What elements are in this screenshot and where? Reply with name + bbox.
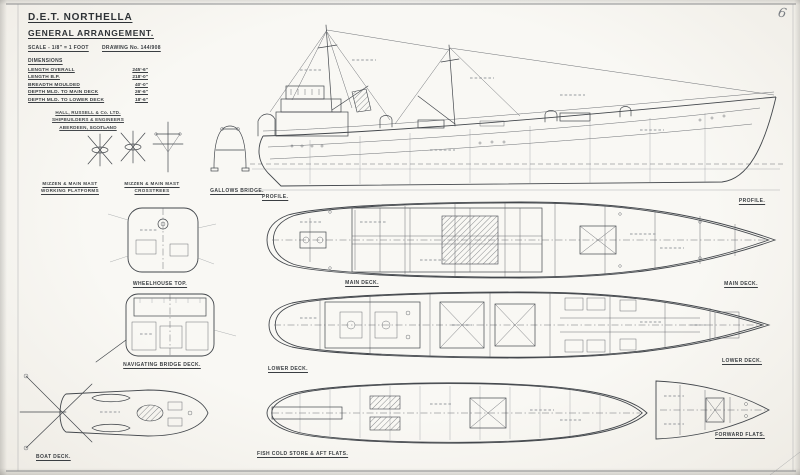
caption-boat-deck: BOAT DECK. bbox=[36, 454, 71, 460]
caption-working-platforms: MIZZEN & MAIN MAST WORKING PLATFORMS bbox=[41, 181, 99, 193]
scale-label: SCALE - 1/8" = 1 FOOT bbox=[28, 45, 89, 51]
caption-profile-right: PROFILE. bbox=[738, 198, 766, 204]
main-deck-plan bbox=[266, 201, 777, 279]
dimension-row: BREADTH MOULDED 40'-0" bbox=[28, 83, 148, 90]
dimension-row: LENGTH OVERALL 245'-6" bbox=[28, 68, 148, 75]
caption-main-deck-left: MAIN DECK. bbox=[345, 280, 379, 286]
dimension-value: 245'-6" bbox=[132, 68, 148, 73]
dimension-label: LENGTH OVERALL bbox=[28, 68, 75, 73]
dimensions-table: LENGTH OVERALL 245'-6" LENGTH B.P. 218'-… bbox=[28, 68, 148, 105]
caption-fish-cold-store: FISH COLD STORE & AFT FLATS. bbox=[257, 451, 349, 457]
dimension-label: LENGTH B.P. bbox=[28, 75, 60, 81]
caption-lower-deck-left: LOWER DECK. bbox=[268, 366, 308, 372]
gallows-bridge-detail bbox=[210, 125, 250, 172]
dimension-label: DEPTH MLD. TO LOWER DECK bbox=[28, 97, 105, 103]
forward-flats-plan bbox=[655, 380, 770, 440]
dimension-row: LENGTH B.P. 218'-0" bbox=[28, 75, 148, 82]
dimension-value: 18'-6" bbox=[134, 97, 148, 103]
dimension-label: BREADTH MOULDED bbox=[28, 82, 81, 88]
caption-main-deck-right: MAIN DECK. bbox=[724, 281, 758, 287]
builder-block: HALL, RUSSELL & Co. LTD. SHIPBUILDERS & … bbox=[38, 109, 138, 131]
dimension-value: 40'-0" bbox=[134, 82, 148, 88]
dimension-value: 26'-6" bbox=[134, 90, 148, 96]
caption-forward-flats: FORWARD FLATS. bbox=[715, 432, 765, 438]
drawing-subtitle: GENERAL ARRANGEMENT. bbox=[28, 28, 154, 38]
scan-frame bbox=[6, 3, 800, 475]
caption-crosstrees: MIZZEN & MAIN MAST CROSSTREES bbox=[124, 181, 180, 193]
caption-gallows-bridge: GALLOWS BRIDGE. bbox=[210, 188, 264, 194]
drawing-number: DRAWING No. 144/908 bbox=[102, 45, 161, 51]
wheelhouse-top-detail bbox=[107, 207, 217, 273]
boat-deck-detail bbox=[19, 373, 209, 451]
dimensions-heading: DIMENSIONS bbox=[28, 58, 63, 64]
fish-cold-store-plan bbox=[266, 382, 648, 444]
mast-working-platforms-detail bbox=[87, 127, 146, 167]
caption-profile-left: PROFILE. bbox=[262, 194, 289, 200]
dimension-value: 218'-0" bbox=[132, 75, 148, 81]
dimension-row: DEPTH MLD. TO MAIN DECK 26'-6" bbox=[28, 90, 148, 97]
caption-wheelhouse-top: WHEELHOUSE TOP. bbox=[132, 281, 188, 287]
builder-trade: SHIPBUILDERS & ENGINEERS bbox=[52, 117, 124, 123]
dimension-label: DEPTH MLD. TO MAIN DECK bbox=[28, 90, 99, 96]
dimension-row: DEPTH MLD. TO LOWER DECK 18'-6" bbox=[28, 98, 148, 105]
caption-lower-deck-right: LOWER DECK. bbox=[722, 358, 762, 364]
builder-name: HALL, RUSSELL & Co. LTD. bbox=[55, 110, 121, 115]
mast-crosstrees-detail bbox=[152, 121, 184, 173]
drawing-title: D.E.T. NORTHELLA bbox=[28, 12, 133, 23]
builder-location: ABERDEEN, SCOTLAND bbox=[59, 124, 117, 130]
profile-view bbox=[250, 24, 786, 191]
caption-navigating-bridge-deck: NAVIGATING BRIDGE DECK. bbox=[123, 362, 201, 368]
lower-deck-plan bbox=[268, 291, 771, 359]
navigating-bridge-deck-detail bbox=[95, 293, 237, 363]
